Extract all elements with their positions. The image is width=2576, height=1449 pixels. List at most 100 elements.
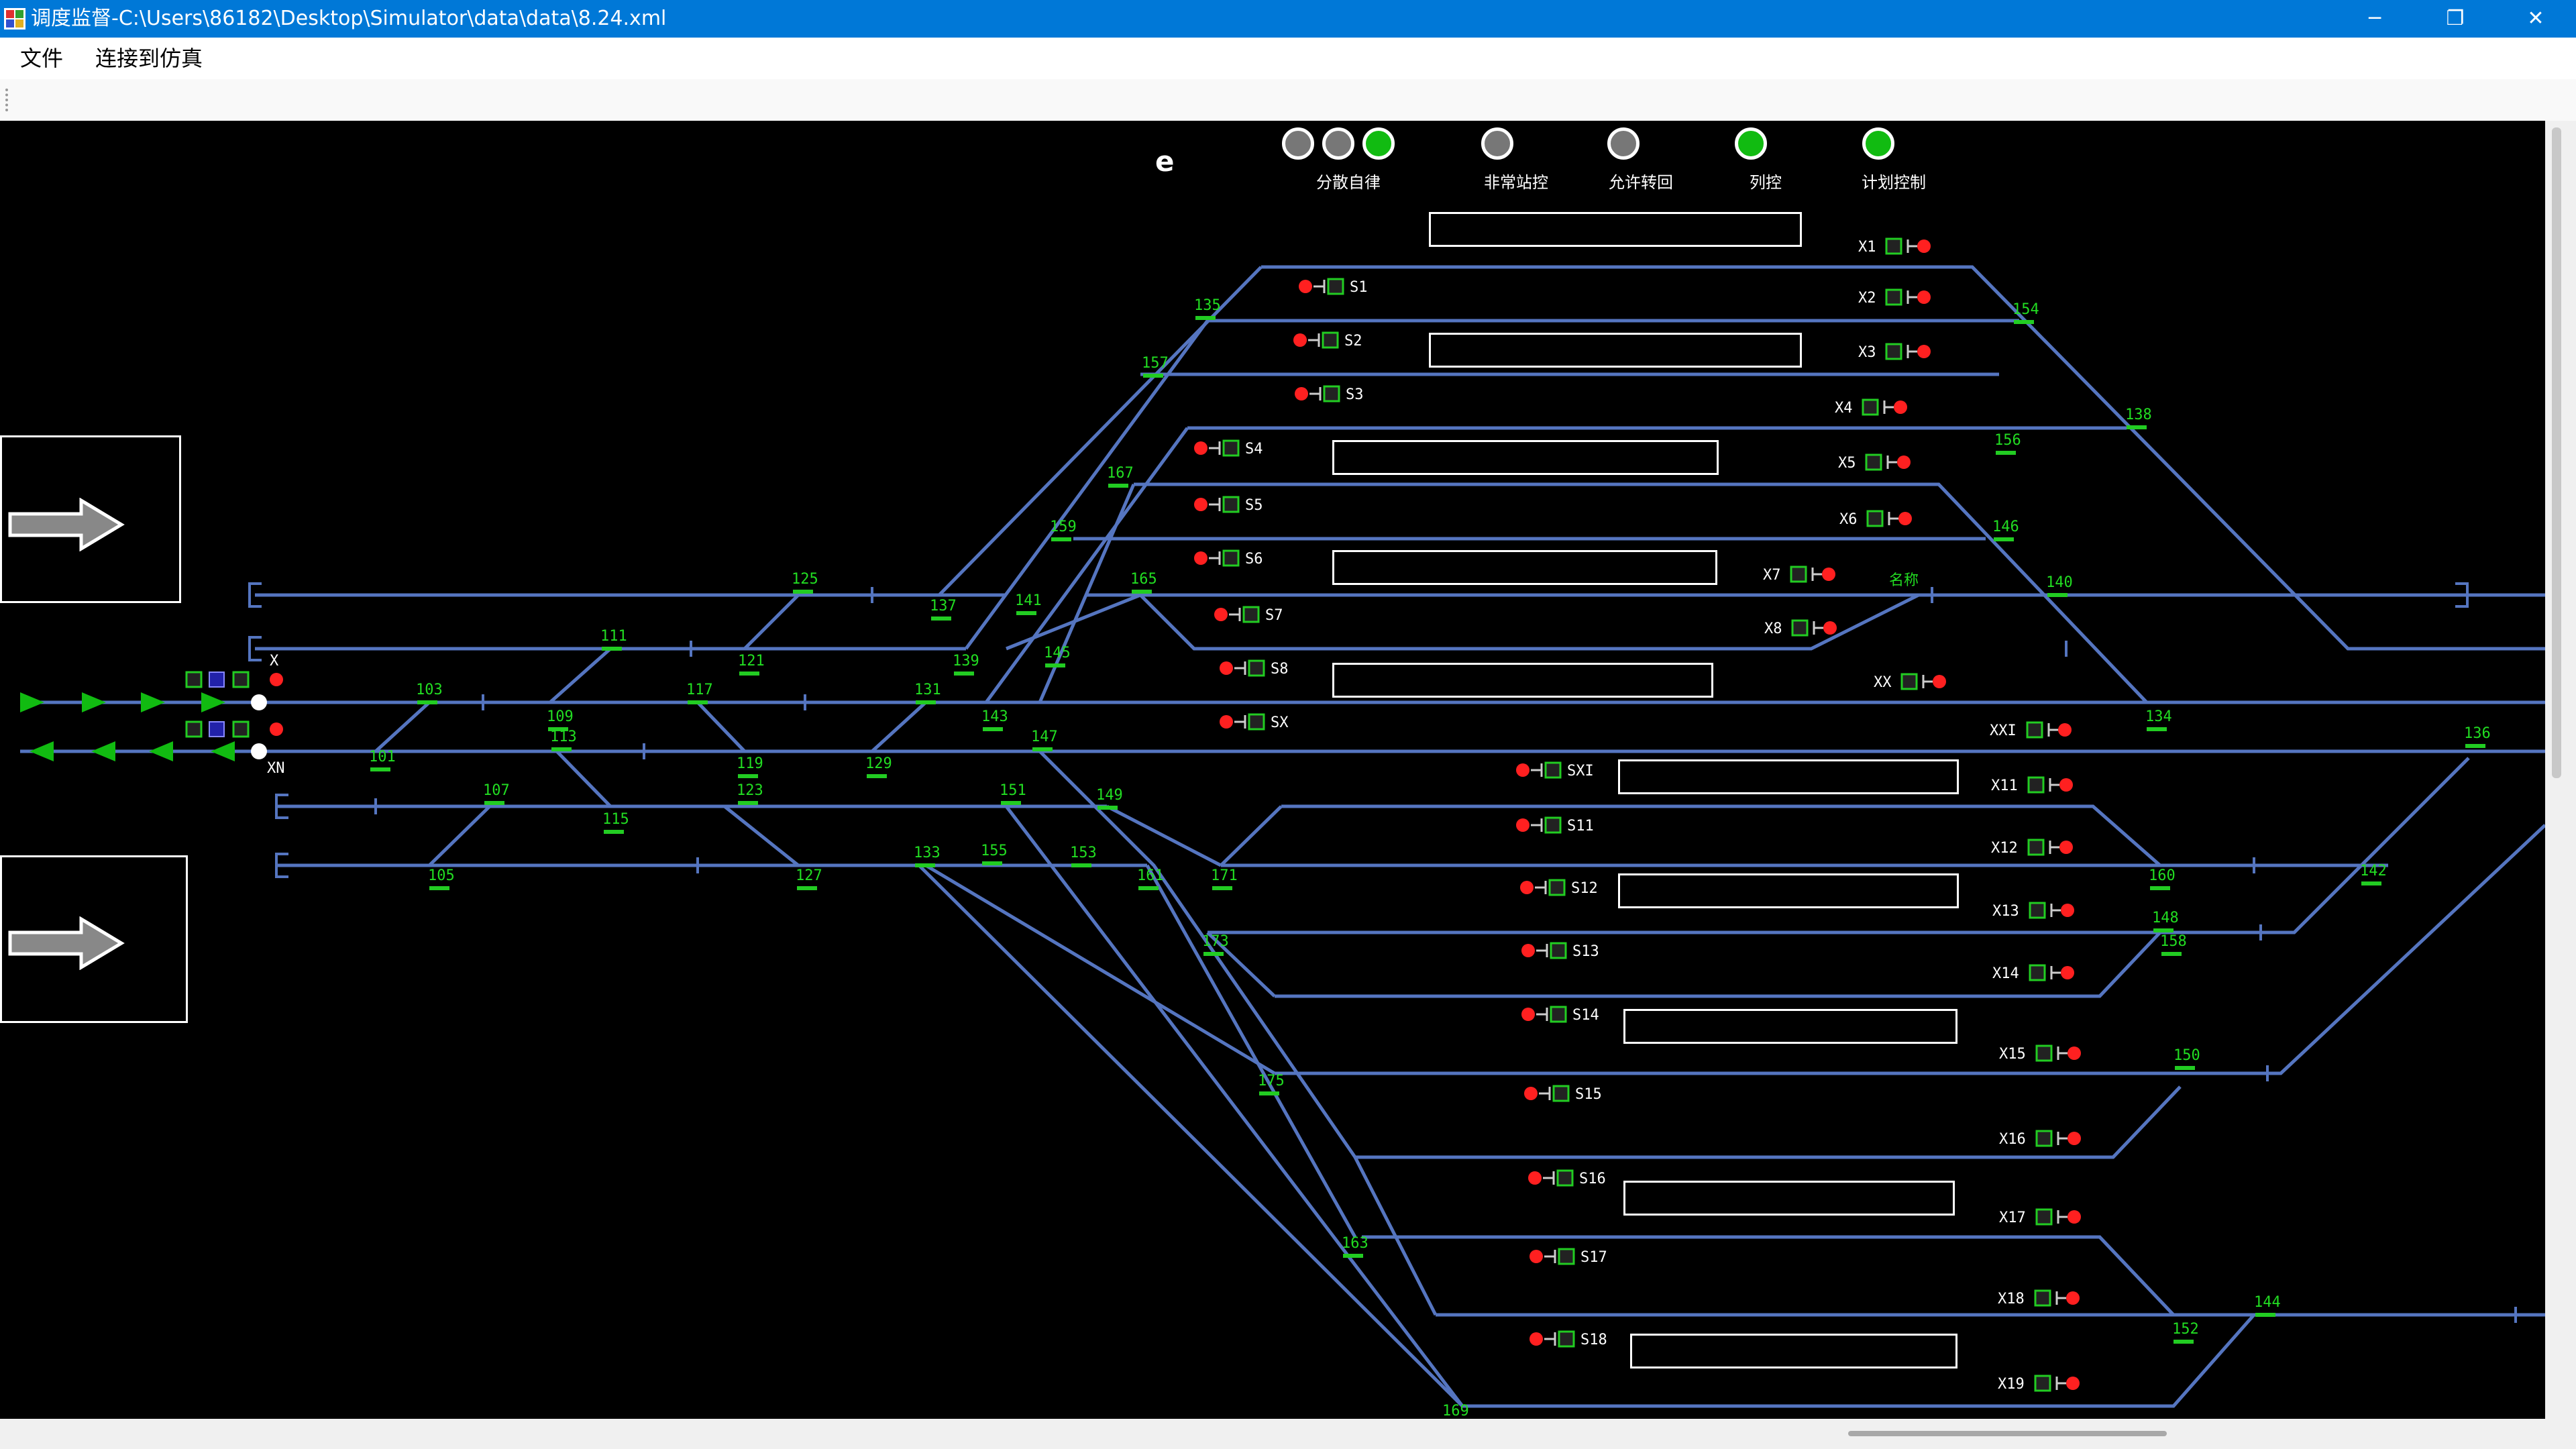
toolbar-grip-icon[interactable] (5, 89, 11, 111)
signal-s15[interactable]: S15 (1524, 1085, 1602, 1103)
signal-s17[interactable]: S17 (1529, 1248, 1607, 1266)
switch-label[interactable]: 156 (1994, 432, 2021, 449)
switch-label[interactable]: 167 (1107, 465, 1134, 482)
switch-label[interactable]: 134 (2145, 708, 2172, 725)
menu-connect-simulation[interactable]: 连接到仿真 (95, 46, 203, 71)
signal-s5[interactable]: S5 (1194, 496, 1263, 514)
switch-label[interactable]: 150 (2174, 1047, 2200, 1064)
signal-x13[interactable]: X13 (1992, 902, 2074, 920)
switch-label[interactable]: 111 (600, 628, 627, 645)
switch-label[interactable]: 160 (2149, 867, 2176, 884)
minimize-button[interactable]: ─ (2368, 7, 2381, 30)
indicator-lamp-icon[interactable] (1355, 127, 1402, 160)
switch-label[interactable]: 121 (738, 653, 765, 669)
signal-x5[interactable]: X5 (1838, 453, 1911, 472)
switch-label[interactable]: 101 (369, 749, 396, 765)
switch-label[interactable]: 129 (865, 755, 892, 772)
signal-x15[interactable]: X15 (1999, 1044, 2081, 1063)
signal-xxi[interactable]: XXI (1990, 721, 2072, 739)
switch-label[interactable]: 142 (2360, 863, 2387, 879)
arrow-right-icon[interactable] (7, 916, 128, 970)
switch-label[interactable]: 157 (1142, 355, 1169, 372)
signal-x6[interactable]: X6 (1839, 510, 1912, 528)
arrow-right-icon[interactable] (7, 498, 128, 551)
signal-x11[interactable]: X11 (1991, 776, 2073, 794)
switch-label[interactable]: 169 (1442, 1403, 1469, 1419)
switch-label[interactable]: 151 (1000, 782, 1026, 799)
switch-label[interactable]: 155 (981, 843, 1008, 859)
switch-label[interactable]: 152 (2172, 1321, 2199, 1338)
vertical-scrollbar[interactable] (2545, 121, 2576, 1419)
switch-label[interactable]: 145 (1044, 645, 1071, 661)
switch-label[interactable]: 158 (2160, 933, 2187, 950)
signal-s16[interactable]: S16 (1528, 1169, 1606, 1187)
switch-label[interactable]: 131 (914, 682, 941, 698)
indicator-lamp-icon[interactable] (1275, 127, 1322, 160)
switch-label[interactable]: 159 (1050, 519, 1077, 535)
menu-file[interactable]: 文件 (20, 46, 64, 71)
switch-label[interactable]: 161 (1137, 867, 1164, 884)
indicator-lamp-icon[interactable] (1727, 127, 1774, 160)
signal-x4[interactable]: X4 (1835, 398, 1907, 417)
signal-x8[interactable]: X8 (1764, 619, 1837, 637)
switch-label[interactable]: 119 (737, 755, 763, 772)
signal-s6[interactable]: S6 (1194, 549, 1263, 568)
horizontal-scrollbar[interactable] (0, 1419, 2545, 1449)
signal-s11[interactable]: S11 (1516, 816, 1594, 835)
signal-s13[interactable]: S13 (1521, 942, 1599, 960)
signal-s12[interactable]: S12 (1520, 879, 1598, 897)
signal-s1[interactable]: S1 (1299, 278, 1368, 296)
switch-label[interactable]: 135 (1194, 297, 1221, 314)
signal-s4[interactable]: S4 (1194, 439, 1263, 458)
switch-label[interactable]: 147 (1031, 729, 1058, 745)
signal-x17[interactable]: X17 (1999, 1208, 2081, 1226)
switch-label[interactable]: 103 (416, 682, 443, 698)
close-button[interactable]: ✕ (2527, 7, 2544, 30)
switch-label[interactable]: 127 (796, 867, 822, 884)
indicator-lamp-icon[interactable] (1315, 127, 1362, 160)
signal-sxi[interactable]: SXI (1516, 761, 1594, 780)
signal-x14[interactable]: X14 (1992, 964, 2074, 982)
switch-label[interactable]: 117 (686, 682, 713, 698)
switch-label[interactable]: 115 (602, 811, 629, 828)
signal-x16[interactable]: X16 (1999, 1130, 2081, 1148)
switch-label[interactable]: 165 (1130, 571, 1157, 588)
signal-x12[interactable]: X12 (1991, 839, 2073, 857)
signal-x7[interactable]: X7 (1763, 566, 1835, 584)
switch-label[interactable]: 123 (737, 782, 763, 799)
signal-s7[interactable]: S7 (1214, 606, 1283, 624)
restore-button[interactable]: ❐ (2446, 7, 2465, 30)
indicator-lamp-icon[interactable] (1600, 127, 1647, 160)
signal-sx[interactable]: SX (1220, 713, 1289, 731)
switch-label[interactable]: 141 (1015, 592, 1042, 609)
station-diagram-canvas[interactable]: e 分散自律非常站控允许转回列控计划控制 (0, 121, 2545, 1419)
signal-s18[interactable]: S18 (1529, 1330, 1607, 1348)
signal-xx[interactable]: XX (1874, 673, 1946, 691)
signal-x3[interactable]: X3 (1858, 343, 1931, 361)
switch-label[interactable]: 154 (2012, 301, 2039, 318)
switch-label[interactable]: 175 (1258, 1073, 1285, 1089)
signal-s3[interactable]: S3 (1295, 385, 1364, 403)
signal-x1[interactable]: X1 (1858, 237, 1931, 256)
switch-label[interactable]: 173 (1202, 933, 1229, 950)
switch-label[interactable]: 109 (547, 708, 574, 725)
switch-label[interactable]: 148 (2152, 910, 2179, 926)
signal-x19[interactable]: X19 (1998, 1375, 2080, 1393)
horizontal-scroll-thumb[interactable] (1848, 1431, 2167, 1436)
switch-label[interactable]: 153 (1070, 845, 1097, 861)
signal-x2[interactable]: X2 (1858, 288, 1931, 307)
signal-s2[interactable]: S2 (1293, 331, 1362, 350)
signal-x18[interactable]: X18 (1998, 1289, 2080, 1307)
switch-label[interactable]: 139 (953, 653, 979, 669)
switch-label[interactable]: 137 (930, 598, 957, 614)
signal-s8[interactable]: S8 (1220, 659, 1289, 678)
switch-label[interactable]: 138 (2125, 407, 2152, 423)
indicator-lamp-icon[interactable] (1855, 127, 1902, 160)
switch-label[interactable]: 133 (914, 845, 941, 861)
switch-label[interactable]: 146 (1992, 519, 2019, 535)
switch-label[interactable]: 144 (2254, 1294, 2281, 1311)
switch-label[interactable]: 163 (1342, 1235, 1368, 1252)
indicator-lamp-icon[interactable] (1474, 127, 1521, 160)
switch-label[interactable]: 113 (550, 729, 577, 745)
switch-label[interactable]: 143 (981, 708, 1008, 725)
